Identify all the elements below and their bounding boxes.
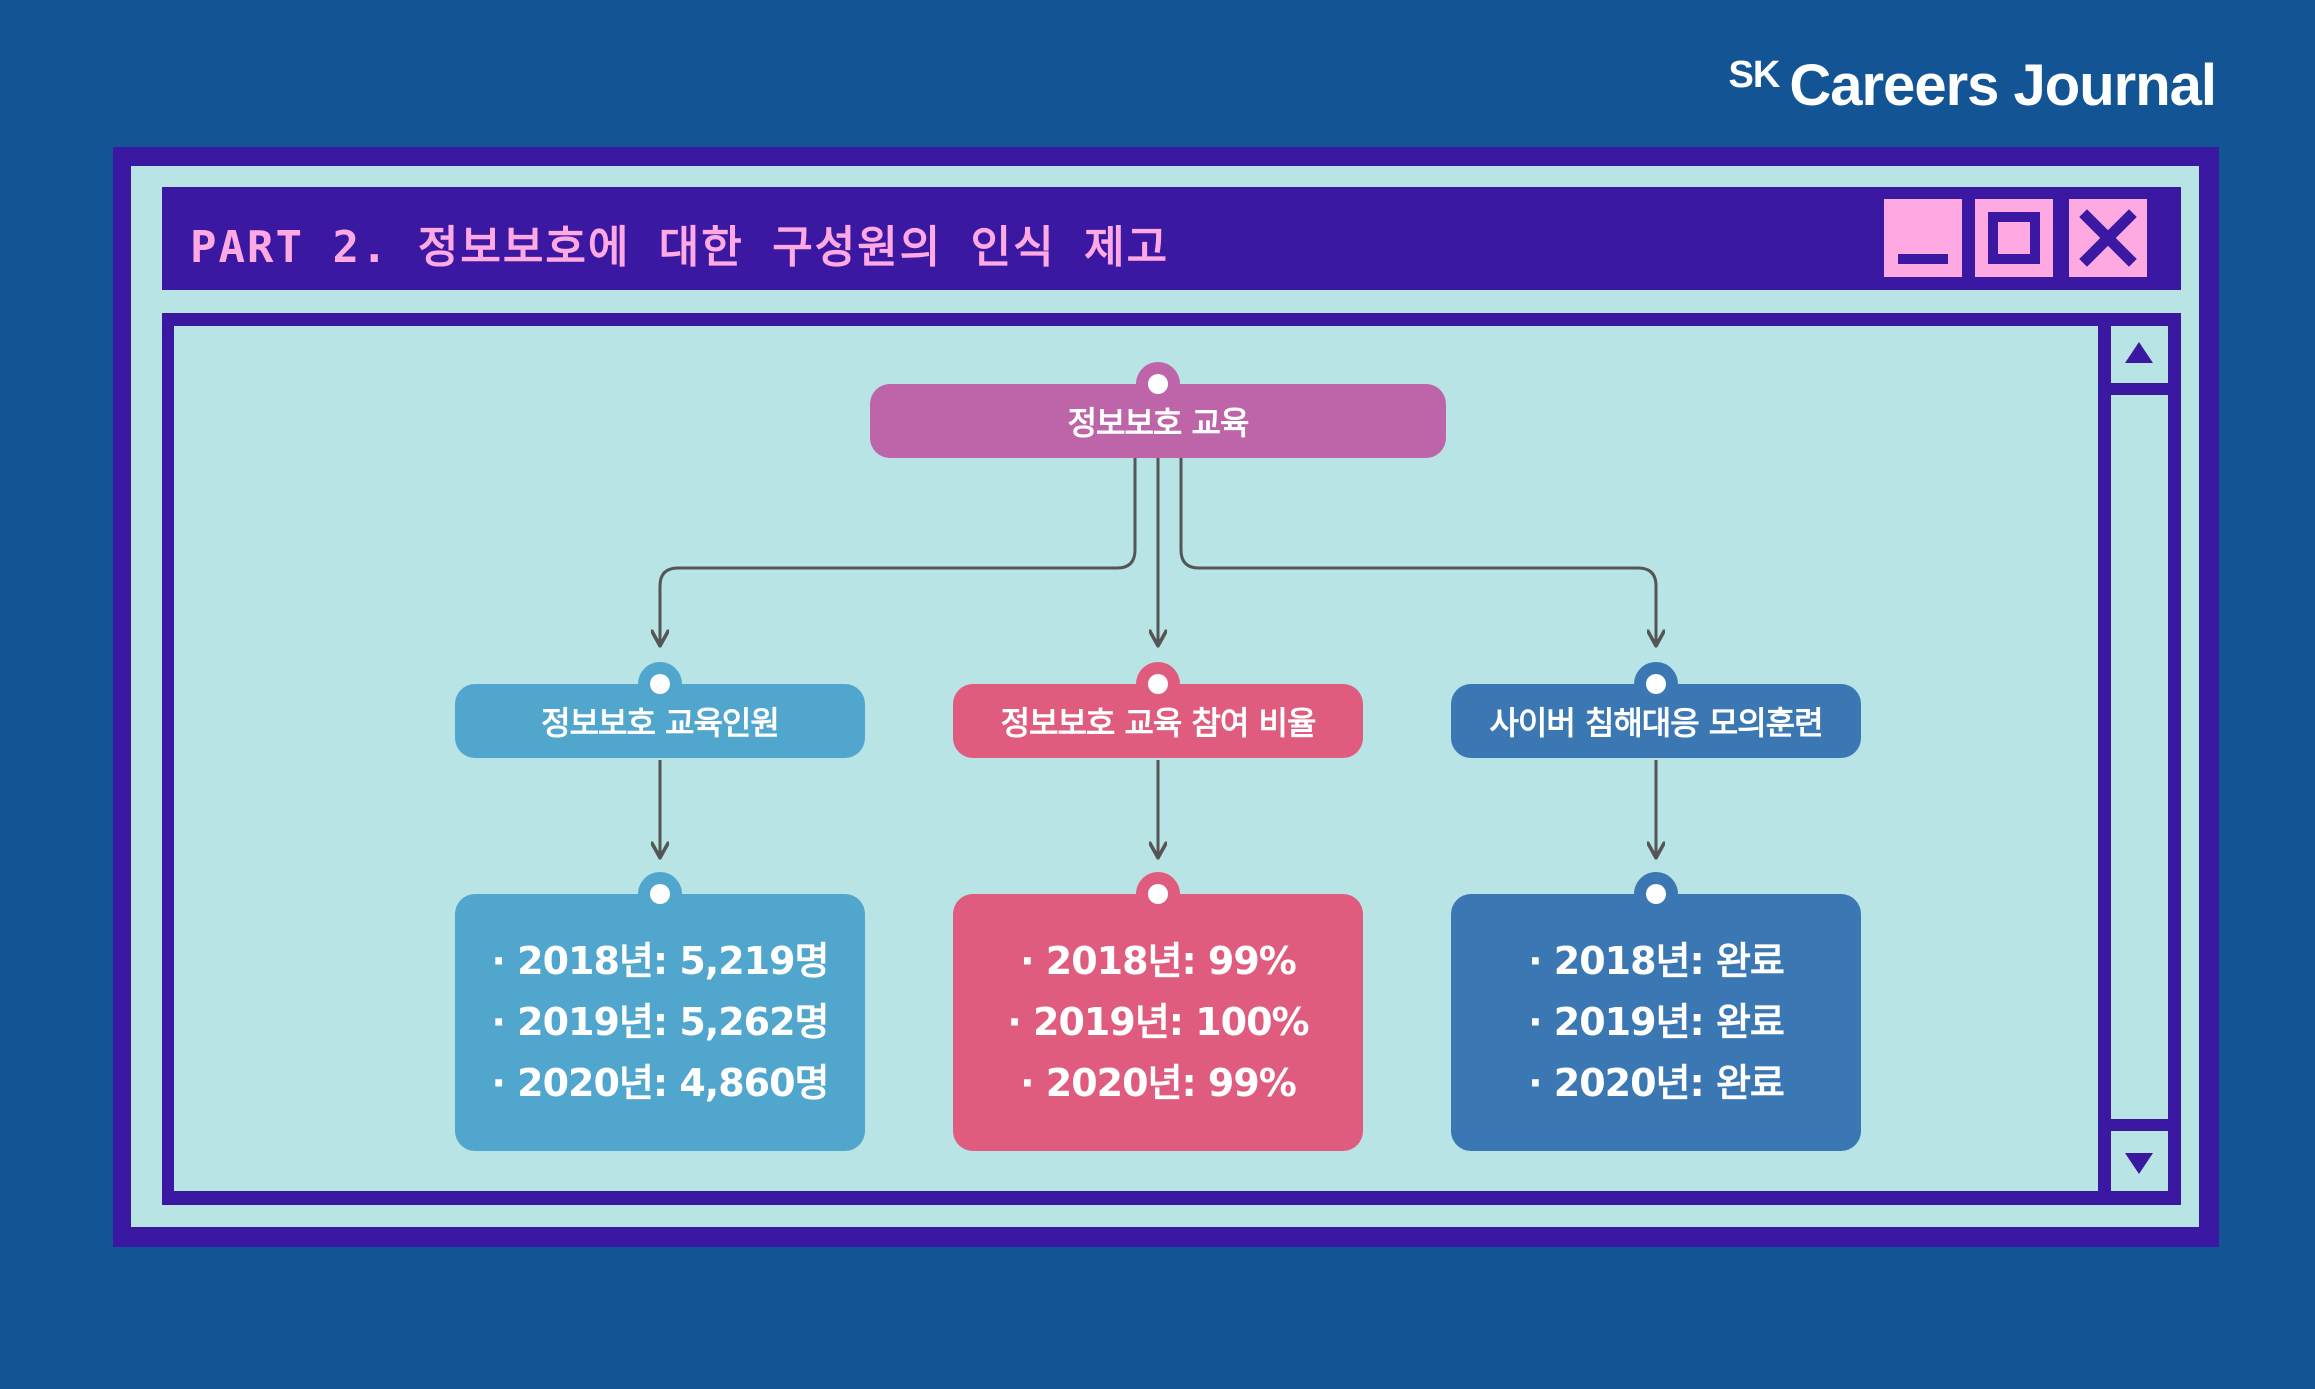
scroll-up-button[interactable] (2111, 326, 2168, 383)
data-item: · 2020년: 완료 (1528, 1061, 1785, 1105)
data-box-education-staff: · 2018년: 5,219명 · 2019년: 5,262명 · 2020년:… (455, 894, 865, 1151)
data-dot-participation-rate (1136, 872, 1180, 916)
data-dot-cyber-drill (1634, 872, 1678, 916)
window-title: PART 2. 정보보호에 대한 구성원의 인식 제고 (190, 222, 1170, 273)
close-button[interactable] (2069, 199, 2147, 277)
maximize-icon (1988, 212, 2040, 264)
data-item: · 2019년: 5,262명 (491, 1000, 830, 1044)
minimize-button[interactable] (1884, 199, 1962, 277)
data-item: · 2018년: 5,219명 (491, 939, 830, 983)
connector-root-to-staff (660, 458, 1137, 644)
minimize-icon (1898, 254, 1948, 264)
title-bar: PART 2. 정보보호에 대한 구성원의 인식 제고 (162, 187, 2181, 290)
data-item: · 2018년: 완료 (1528, 939, 1785, 983)
maximize-button[interactable] (1975, 199, 2053, 277)
branch-dot-cyber-drill (1634, 662, 1678, 706)
root-node-dot (1136, 362, 1180, 406)
scroll-down-button[interactable] (2111, 1131, 2168, 1191)
data-box-participation-rate: · 2018년: 99% · 2019년: 100% · 2020년: 99% (953, 894, 1363, 1151)
triangle-up-icon (2125, 342, 2153, 363)
brand-name: Careers Journal (1789, 53, 2217, 118)
scrollbar-track[interactable] (2111, 395, 2168, 1119)
data-dot-education-staff (638, 872, 682, 916)
data-item: · 2019년: 완료 (1528, 1000, 1785, 1044)
data-item: · 2020년: 99% (1020, 1061, 1297, 1105)
branch-label: 사이버 침해대응 모의훈련 (1489, 704, 1823, 742)
root-node-label: 정보보호 교육 (1067, 404, 1250, 442)
connector-root-to-drill (1179, 458, 1656, 644)
branch-dot-education-staff (638, 662, 682, 706)
brand-prefix: SK (1728, 54, 1781, 96)
triangle-down-icon (2125, 1153, 2153, 1174)
data-item: · 2020년: 4,860명 (491, 1061, 830, 1105)
branch-label: 정보보호 교육인원 (541, 704, 780, 742)
data-box-cyber-drill: · 2018년: 완료 · 2019년: 완료 · 2020년: 완료 (1451, 894, 1861, 1151)
data-item: · 2019년: 100% (1007, 1000, 1309, 1044)
branch-label: 정보보호 교육 참여 비율 (1000, 704, 1317, 742)
branch-dot-participation-rate (1136, 662, 1180, 706)
close-icon (2079, 209, 2137, 267)
data-item: · 2018년: 99% (1020, 939, 1297, 983)
